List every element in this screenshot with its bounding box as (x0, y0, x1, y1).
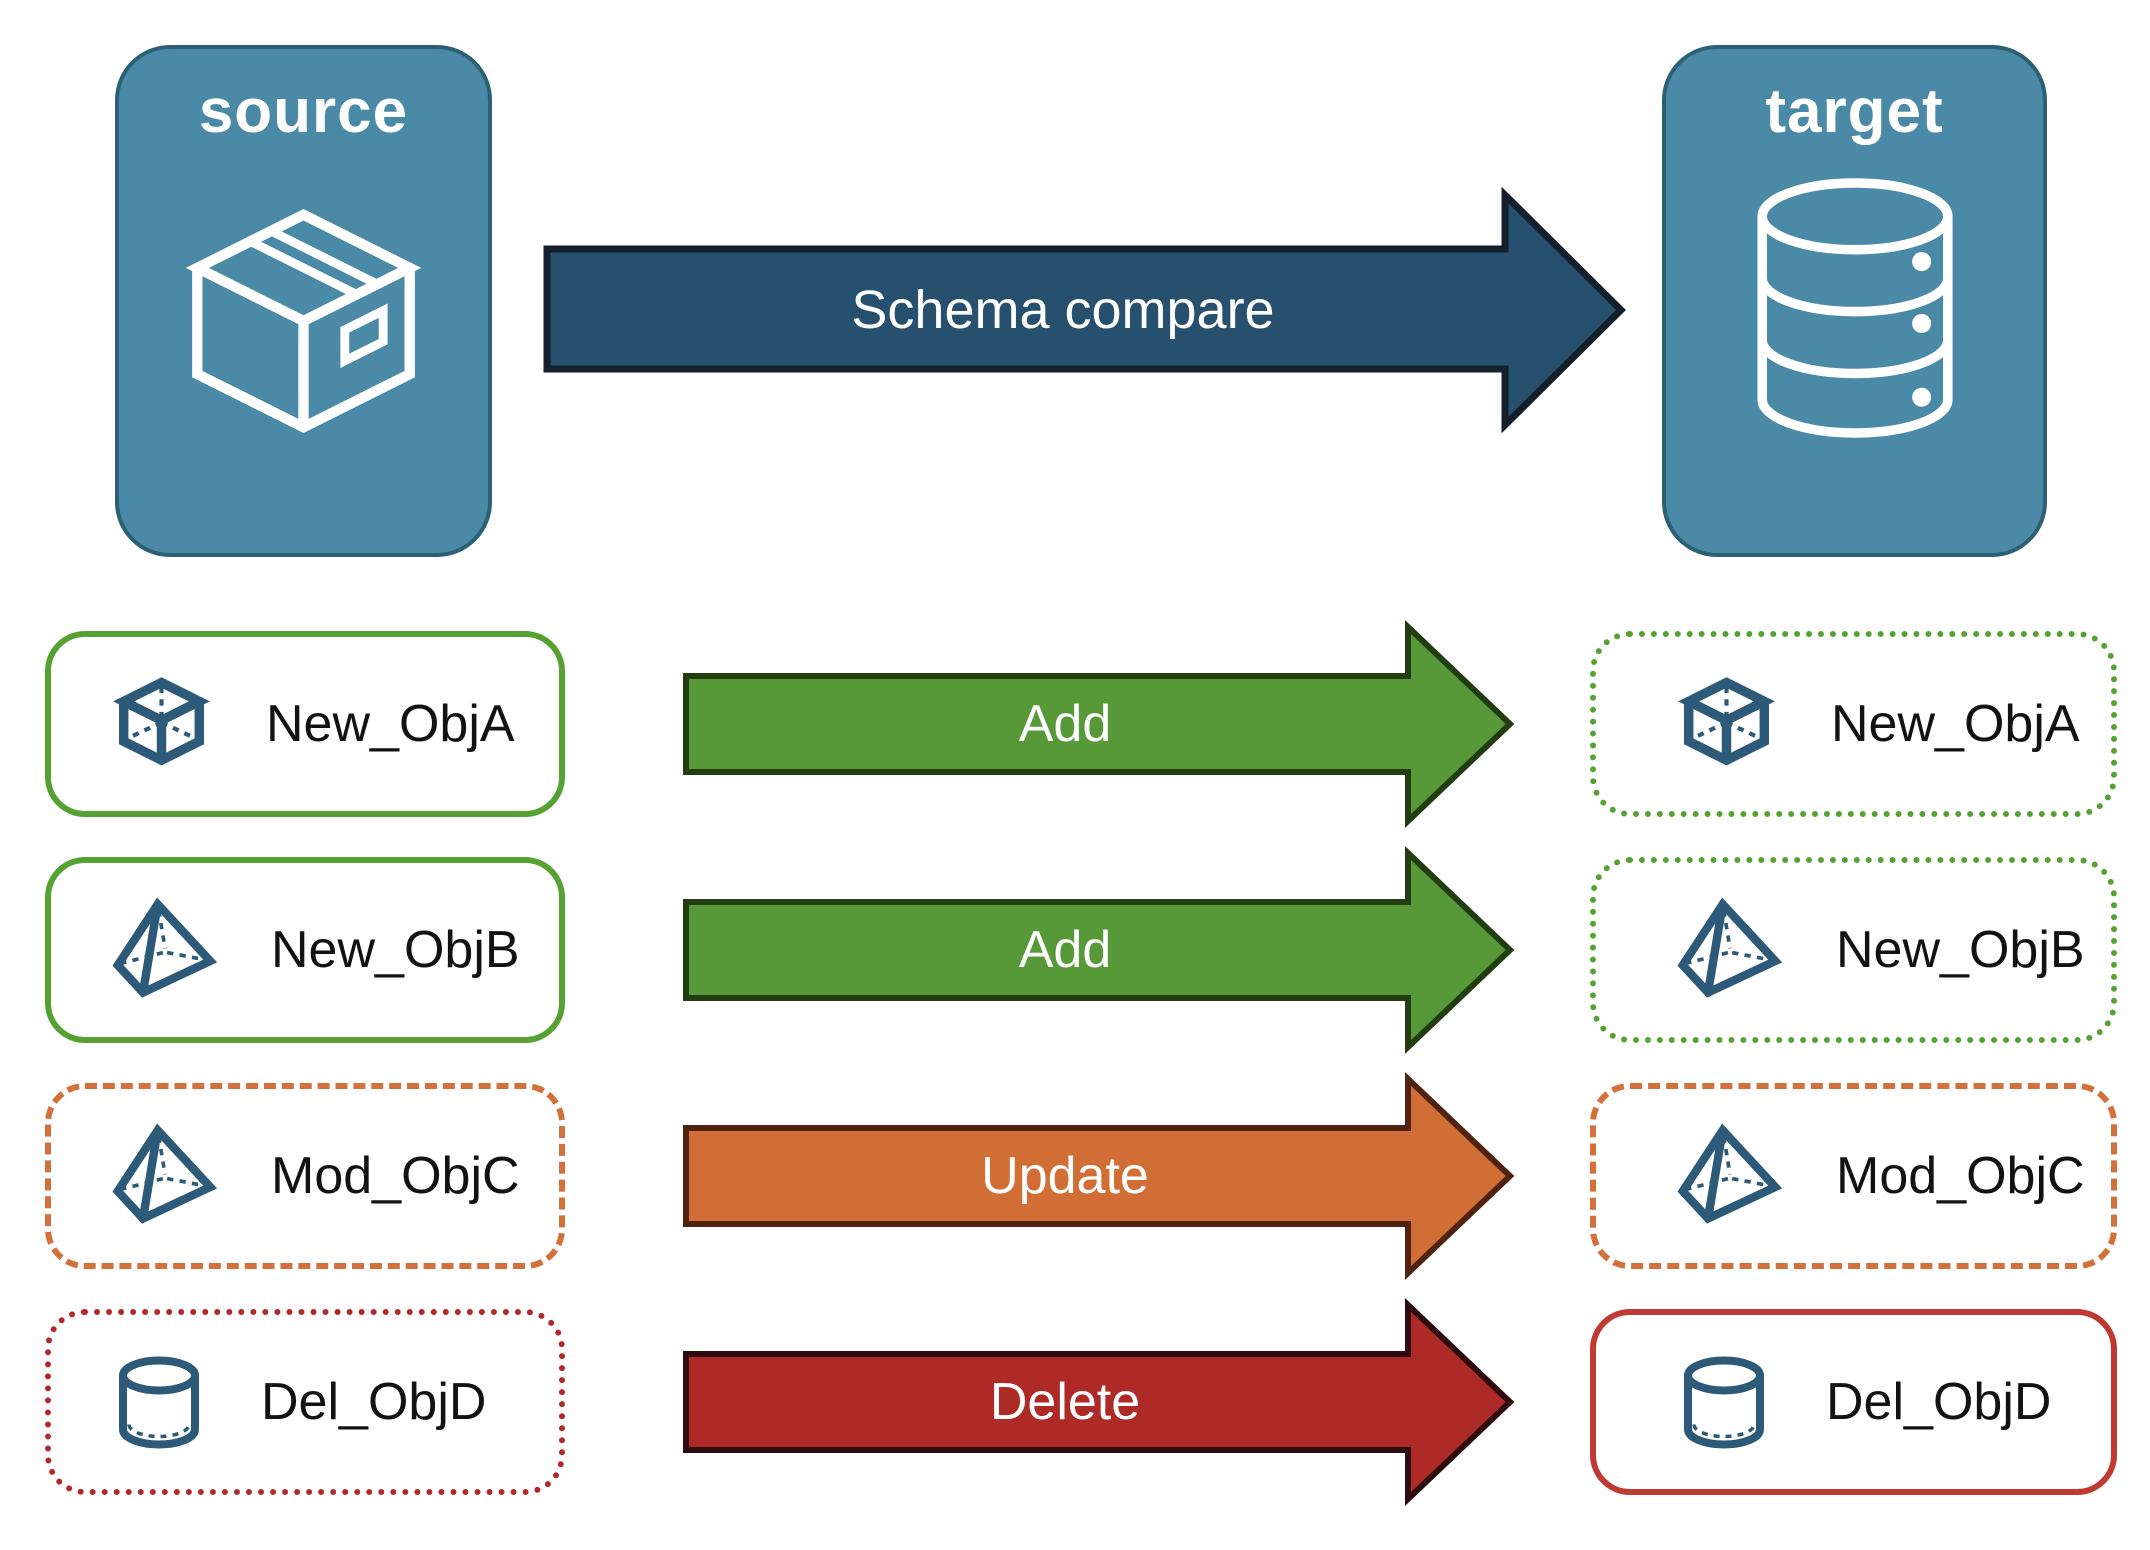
target-object-box-new-objb: New_ObjB (1590, 857, 2117, 1043)
object-label: New_ObjB (1836, 921, 2085, 979)
add-arrow-label: Add (1019, 921, 1112, 979)
target-node: target (1662, 45, 2047, 557)
schema-compare-label: Schema compare (851, 280, 1274, 340)
schema-compare-arrow-shape (543, 186, 1626, 434)
pyramid-icon (112, 1123, 218, 1224)
package-icon (185, 209, 422, 433)
update-arrow: Update (683, 1072, 1515, 1280)
cube-icon (113, 676, 210, 765)
object-label: New_ObjB (271, 921, 520, 979)
source-node: source (115, 45, 492, 557)
add-arrow-shape (683, 620, 1515, 828)
object-label: Del_ObjD (1826, 1373, 2052, 1431)
delete-arrow-label: Delete (990, 1373, 1140, 1431)
object-label: Mod_ObjC (271, 1147, 520, 1205)
target-object-box-new-obja: New_ObjA (1590, 631, 2117, 817)
object-label: New_ObjA (266, 695, 515, 753)
delete-arrow-shape (683, 1298, 1515, 1506)
add-arrow-label: Add (1019, 695, 1112, 753)
update-arrow-shape (683, 1072, 1515, 1280)
add-arrow-shape (683, 846, 1515, 1054)
source-title: source (198, 77, 409, 146)
target-object-box-mod-objc: Mod_ObjC (1590, 1083, 2117, 1269)
cylinder-icon (1684, 1356, 1764, 1448)
pyramid-icon (1677, 1123, 1783, 1224)
source-object-box-del-objd: Del_ObjD (45, 1309, 565, 1495)
pyramid-icon (112, 897, 218, 998)
source-object-box-new-objb: New_ObjB (45, 857, 565, 1043)
source-object-box-mod-objc: Mod_ObjC (45, 1083, 565, 1269)
target-title: target (1765, 77, 1944, 146)
object-label: Del_ObjD (261, 1373, 487, 1431)
update-arrow-label: Update (981, 1147, 1149, 1205)
source-object-box-new-obja: New_ObjA (45, 631, 565, 817)
add-arrow-row1: Add (683, 620, 1515, 828)
cube-icon (1678, 676, 1775, 765)
add-arrow-row2: Add (683, 846, 1515, 1054)
object-label: New_ObjA (1831, 695, 2080, 753)
pyramid-icon (1677, 897, 1783, 998)
object-label: Mod_ObjC (1836, 1147, 2085, 1205)
target-object-box-del-objd: Del_ObjD (1590, 1309, 2117, 1495)
database-icon (1756, 178, 1953, 438)
schema-compare-arrow: Schema compare (543, 186, 1626, 434)
delete-arrow: Delete (683, 1298, 1515, 1506)
cylinder-icon (119, 1356, 199, 1448)
